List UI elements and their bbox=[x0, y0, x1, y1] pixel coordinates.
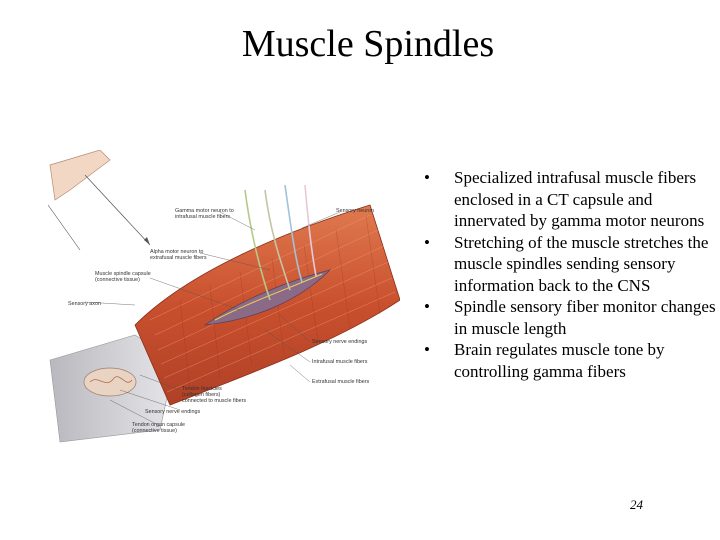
label-sensory-neuron: Sensory neuron bbox=[336, 208, 374, 214]
bullet-dot: • bbox=[424, 297, 430, 316]
bullet-item: • Spindle sensory fiber monitor changes i… bbox=[424, 296, 720, 339]
label-sensory-endings: Sensory nerve endings bbox=[312, 339, 367, 345]
bullet-item: • Stretching of the muscle stretches the … bbox=[424, 232, 720, 297]
bullet-text: Brain regulates muscle tone by controlli… bbox=[454, 340, 665, 381]
bullet-item: • Specialized intrafusal muscle fibers en… bbox=[424, 167, 720, 232]
slide-title: Muscle Spindles bbox=[241, 23, 495, 65]
label-tendon-fascicles: Tendon fascicles(collagen fibers)connect… bbox=[182, 386, 246, 404]
alpha-nerve bbox=[264, 189, 291, 291]
label-sensory-axon: Sensory axon bbox=[68, 301, 101, 307]
label-extrafusal: Extrafusal muscle fibers bbox=[312, 379, 370, 385]
gamma-nerve bbox=[244, 189, 271, 301]
bullet-text: Specialized intrafusal muscle fibers enc… bbox=[454, 168, 705, 230]
label-intrafusal: Intrafusal muscle fibers bbox=[312, 359, 368, 365]
bullet-item: • Brain regulates muscle tone by controll… bbox=[424, 339, 720, 382]
label-sensory-nerve-endings-2: Sensory nerve endings bbox=[145, 409, 200, 415]
bullet-list: • Specialized intrafusal muscle fibers en… bbox=[424, 167, 720, 382]
bullet-dot: • bbox=[424, 168, 430, 187]
sensory-nerve-2 bbox=[304, 184, 317, 277]
label-spindle-capsule: Muscle spindle capsule(connective tissue… bbox=[95, 271, 151, 283]
arm-sketch bbox=[49, 150, 111, 201]
page-number: 24 bbox=[630, 497, 643, 512]
bullet-dot: • bbox=[424, 232, 430, 252]
label-tendon-capsule: Tendon organ capsule(connective tissue) bbox=[132, 422, 185, 434]
bullet-text: Spindle sensory fiber monitor changes in… bbox=[454, 297, 716, 338]
sensory-nerve bbox=[284, 184, 303, 283]
bullet-text: Stretching of the muscle stretches the m… bbox=[454, 232, 709, 295]
bullet-dot: • bbox=[424, 340, 430, 359]
